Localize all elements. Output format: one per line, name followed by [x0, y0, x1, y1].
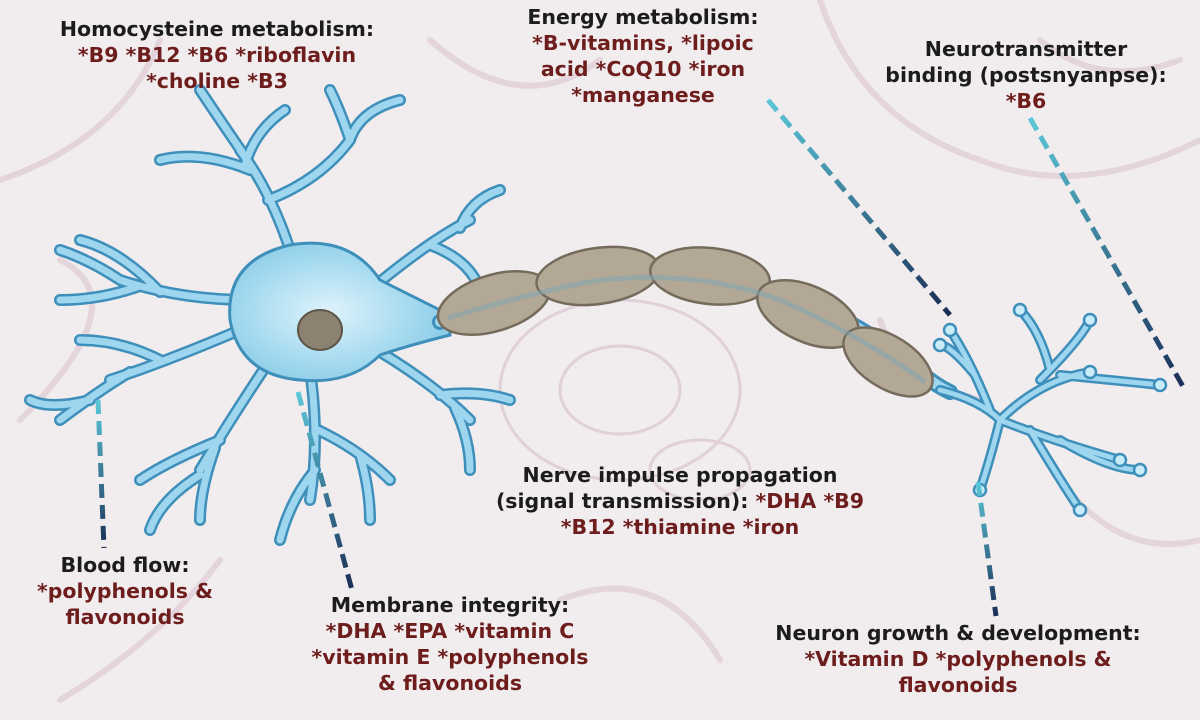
heading-membrane: Membrane integrity:: [330, 593, 570, 617]
label-blood-flow: Blood flow: *polyphenols & flavonoids: [0, 552, 250, 630]
nutrients-growth-2: flavonoids: [898, 673, 1018, 697]
heading-neurotransmitter-2: binding (postsnyanpse):: [885, 63, 1167, 87]
label-homocysteine-metabolism: Homocysteine metabolism: *B9 *B12 *B6 *r…: [4, 16, 430, 94]
nutrients-growth-1: *Vitamin D *polyphenols &: [804, 647, 1112, 671]
heading-growth: Neuron growth & development:: [775, 621, 1141, 645]
heading-nerve-impulse-2: (signal transmission):: [495, 489, 749, 513]
leader-lines: [95, 98, 1188, 617]
heading-blood-flow: Blood flow:: [60, 553, 190, 577]
nucleus: [297, 309, 343, 351]
nutrients-membrane-1: *DHA *EPA *vitamin C: [325, 619, 575, 643]
leader-line-energy: [766, 98, 952, 317]
heading-energy: Energy metabolism:: [527, 5, 759, 29]
nutrients-blood-flow-1: *polyphenols &: [37, 579, 213, 603]
nutrients-nerve-impulse-2: *B12 *thiamine *iron: [560, 515, 800, 539]
heading-neurotransmitter-1: Neurotransmitter: [924, 37, 1128, 61]
nutrients-nerve-impulse-1: *DHA *B9: [748, 489, 865, 513]
nutrients-homocysteine-2: *choline *B3: [146, 69, 288, 93]
label-membrane-integrity: Membrane integrity: *DHA *EPA *vitamin C…: [270, 592, 630, 696]
nutrients-membrane-3: & flavonoids: [377, 671, 523, 695]
label-neurotransmitter-binding: Neurotransmitter binding (postsnyanpse):…: [856, 36, 1196, 114]
neuron: [24, 84, 1168, 546]
nutrients-energy-3: *manganese: [571, 83, 715, 107]
nutrients-energy-2: acid *CoQ10 *iron: [540, 57, 746, 81]
leader-line-neurotransmitter: [1027, 116, 1188, 392]
nutrients-energy-1: *B-vitamins, *lipoic: [532, 31, 754, 55]
terminal-buttons: [932, 302, 1168, 518]
nutrients-homocysteine-1: *B9 *B12 *B6 *riboflavin: [77, 43, 357, 67]
nutrients-blood-flow-2: flavonoids: [65, 605, 185, 629]
label-neuron-growth: Neuron growth & development: *Vitamin D …: [720, 620, 1196, 698]
heading-nerve-impulse: Nerve impulse propagation: [522, 463, 838, 487]
label-nerve-impulse: Nerve impulse propagation (signal transm…: [430, 462, 930, 540]
leader-line-membrane: [295, 391, 355, 591]
dendrites-fill: [26, 86, 514, 544]
nutrients-membrane-2: *vitamin E *polyphenols: [311, 645, 589, 669]
leader-line-growth: [975, 481, 999, 617]
label-energy-metabolism: Energy metabolism: *B-vitamins, *lipoic …: [478, 4, 808, 108]
nutrients-neurotransmitter: *B6: [1005, 89, 1047, 113]
leader-line-blood-flow: [95, 399, 107, 549]
axon-terminals: [935, 305, 1165, 515]
heading-homocysteine: Homocysteine metabolism:: [59, 17, 375, 41]
cell-body: [228, 241, 452, 383]
